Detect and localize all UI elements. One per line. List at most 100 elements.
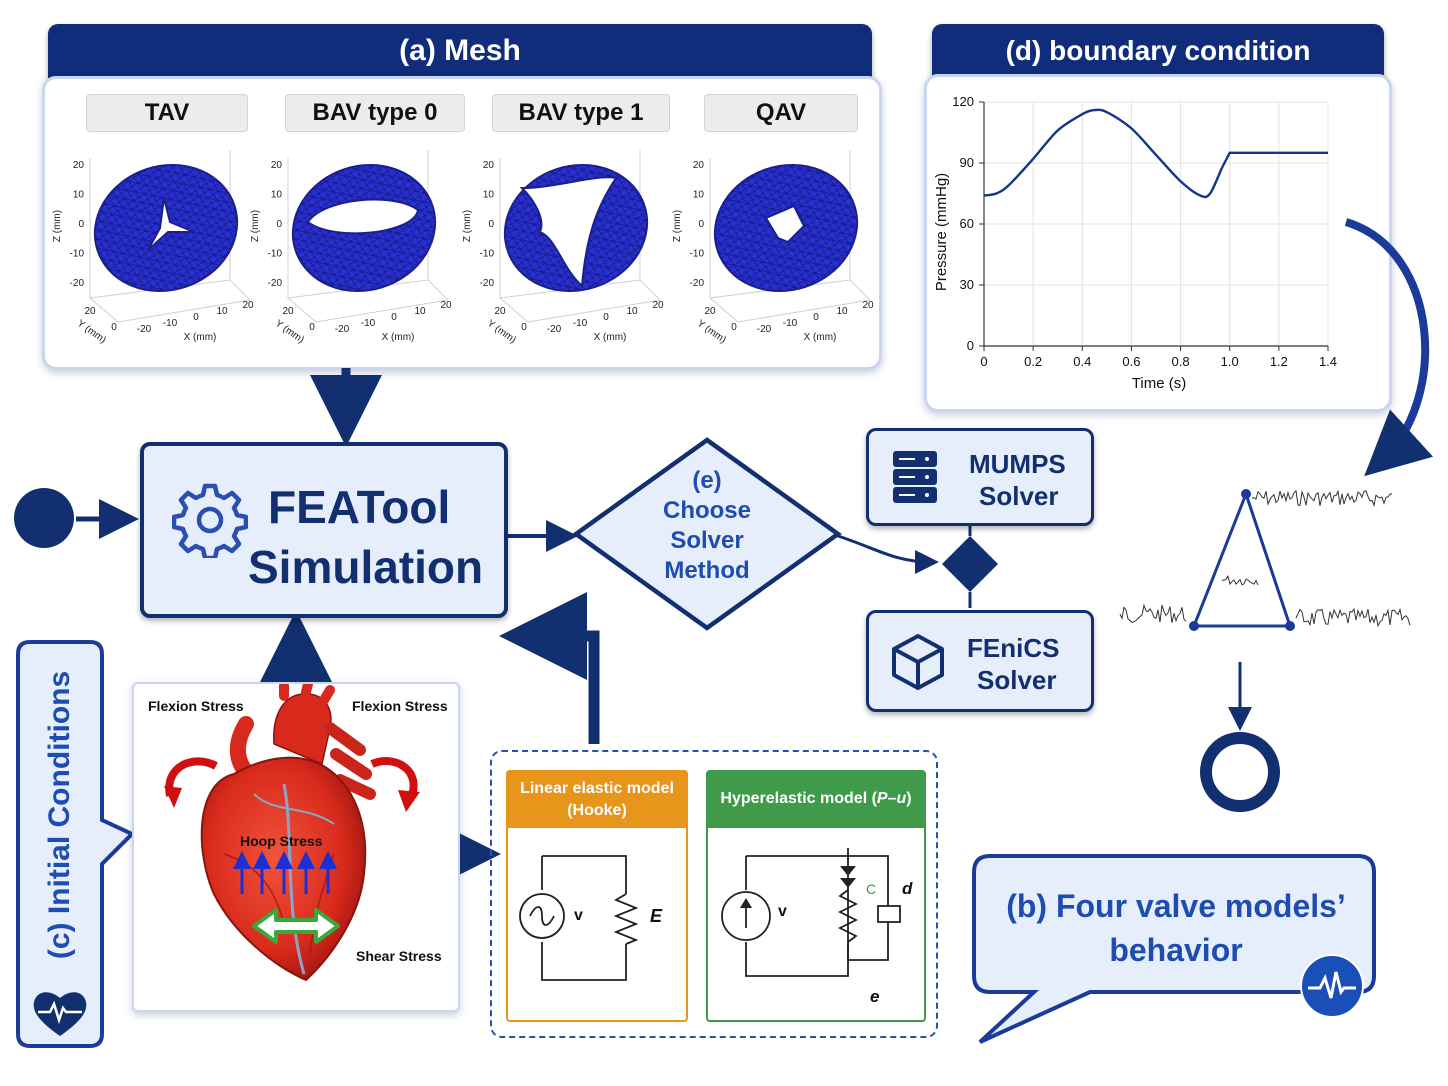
mesh-x-label: X (mm) [804, 332, 837, 343]
four-models-bubble [972, 854, 1376, 1044]
fenics-label-1: FEniCS [967, 633, 1060, 663]
noise-signal-right [1295, 607, 1411, 628]
heart-illustration [164, 684, 420, 982]
mesh-z-tick: -10 [690, 249, 705, 260]
mesh-z-tick: 20 [271, 160, 283, 171]
boundary-title: (d) boundary condition [1005, 35, 1311, 66]
mesh-z-tick: 20 [693, 160, 705, 171]
valve-orifice [519, 176, 618, 289]
mesh-x-label: X (mm) [184, 332, 217, 343]
server-icon [893, 451, 937, 503]
mesh-x-label: X (mm) [594, 332, 627, 343]
hyper-e-label: e [870, 987, 879, 1006]
triangle-node-top [1241, 489, 1251, 499]
choose-solver-text: (e) Choose Solver Method [622, 466, 792, 586]
chart-y-tick-label: 120 [952, 94, 974, 109]
choose-label-2: Choose [662, 497, 751, 524]
hyper-model-title-1: Hyperelastic model ( [720, 790, 877, 807]
pulse-badge-icon [1300, 954, 1364, 1018]
mesh-z-tick: 10 [73, 190, 85, 201]
four-models-text: (b) Four valve models’ behavior [976, 884, 1376, 972]
mesh-x-tick: -10 [573, 318, 588, 329]
mesh-x-tick: -20 [547, 324, 562, 335]
mesh-x-tick: -20 [335, 324, 350, 335]
valve-orifice [147, 197, 195, 251]
chart-x-tick-label: 1.2 [1270, 354, 1288, 369]
chart-y-tick-label: 0 [967, 338, 974, 353]
mesh-z-tick: 0 [78, 219, 84, 230]
start-node [14, 488, 74, 548]
linear-model-header: Linear elastic model (Hooke) [506, 770, 688, 828]
mesh-z-tick: -10 [70, 249, 85, 260]
linear-model-title-1: Linear elastic model [520, 780, 674, 797]
chart-x-tick-label: 1.4 [1319, 354, 1337, 369]
linear-model-title-2: (Hooke) [567, 802, 627, 819]
mesh-z-tick: 0 [488, 219, 494, 230]
chart-x-tick-label: 0.6 [1122, 354, 1140, 369]
mesh-y-tick: 0 [309, 322, 315, 333]
mesh-z-tick: 0 [698, 219, 704, 230]
linear-v-label: v [574, 907, 583, 924]
featool-title: FEATool [268, 481, 451, 533]
noise-signal-center [1221, 574, 1259, 586]
mesh-y-tick: 0 [521, 322, 527, 333]
mesh-label-tav: TAV [86, 94, 248, 132]
chart-x-tick-label: 0.8 [1172, 354, 1190, 369]
chart-y-label: Pressure (mmHg) [933, 173, 950, 291]
arrow-models-to-featool [499, 592, 600, 744]
choose-solver-diamond [572, 437, 842, 631]
mesh-y-tick: 20 [494, 306, 506, 317]
mesh-z-tick: -20 [480, 278, 495, 289]
mumps-solver-box: MUMPS Solver [866, 428, 1094, 526]
mesh-x-tick: 20 [862, 300, 874, 311]
choose-label-e: (e) [692, 467, 722, 494]
cube-icon [892, 634, 944, 690]
solver-junction [942, 536, 998, 592]
mesh-y-tick: 0 [111, 322, 117, 333]
mesh-x-tick: 20 [652, 300, 664, 311]
noise-signal-top [1251, 489, 1393, 508]
mesh-x-tick: 10 [836, 306, 848, 317]
mesh-x-tick: -10 [163, 318, 178, 329]
linear-circuit: v E [519, 855, 663, 981]
mesh-label-bav1: BAV type 1 [492, 94, 670, 132]
hyper-model-title-em: P–u [876, 790, 907, 807]
mesh-x-tick: -10 [361, 318, 376, 329]
choose-label-4: Method [664, 557, 750, 584]
hyper-c-label: C [866, 881, 876, 897]
mesh-y-tick: 20 [282, 306, 294, 317]
mesh-x-tick: 20 [242, 300, 254, 311]
triangle-node-left [1189, 621, 1199, 631]
material-models-panel [490, 750, 938, 1038]
mesh-x-tick: 10 [414, 306, 426, 317]
mesh-z-tick: 10 [483, 190, 495, 201]
flexion-stress-left-label: Flexion Stress [148, 698, 244, 714]
mesh-z-tick: 10 [693, 190, 705, 201]
gear-icon [172, 483, 248, 558]
mesh-y-tick: 20 [84, 306, 96, 317]
pressure-series-line [983, 108, 1328, 199]
mesh-z-label: Z (mm) [672, 210, 683, 242]
chart-x-tick-label: 0 [980, 354, 987, 369]
mesh-z-label: Z (mm) [462, 210, 473, 242]
boundary-panel [924, 74, 1392, 412]
chart-y-tick-label: 60 [960, 216, 974, 231]
mesh-x-tick: 0 [193, 312, 199, 323]
noise-signal-left [1119, 603, 1187, 623]
linear-e-label: E [650, 906, 663, 926]
mesh-z-label: Z (mm) [52, 210, 63, 242]
triangle-node-right [1285, 621, 1295, 631]
chart-x-tick-label: 0.4 [1073, 354, 1091, 369]
chart-x-tick-label: 0.2 [1024, 354, 1042, 369]
mesh-y-tick: 20 [704, 306, 716, 317]
valve-orifice [764, 204, 806, 244]
mesh-z-tick: -10 [480, 249, 495, 260]
mesh-z-tick: 0 [276, 219, 282, 230]
heart-pulse-icon [33, 992, 87, 1036]
mumps-label-1: MUMPS [969, 449, 1066, 479]
arrow-boundary-to-triangle [1344, 218, 1434, 477]
